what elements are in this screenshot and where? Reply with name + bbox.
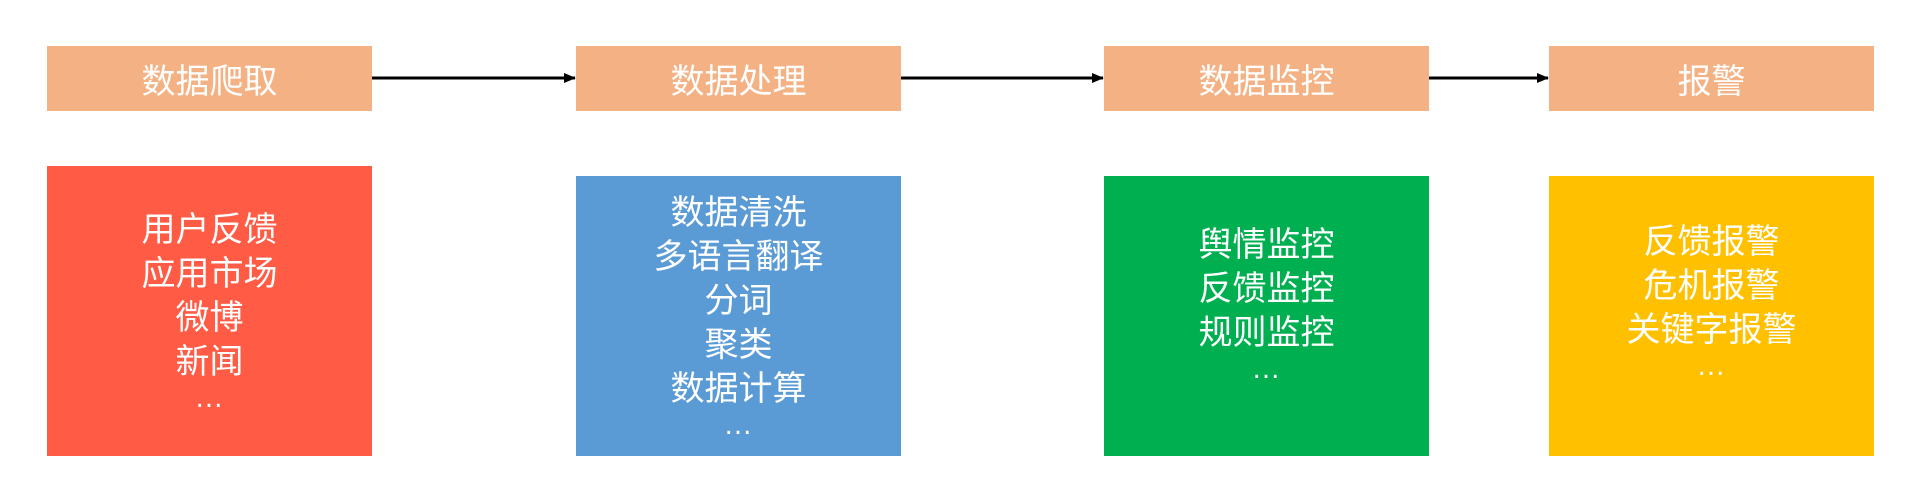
- list-item: 用户反馈: [141, 210, 278, 250]
- list-item: 分词: [704, 281, 773, 321]
- list-item: 多语言翻译: [653, 237, 824, 277]
- more-ellipsis: ...: [1252, 355, 1281, 385]
- list-item: 规则监控: [1198, 313, 1335, 353]
- stage-header-process: 数据处理: [576, 46, 901, 111]
- list-item: 舆情监控: [1198, 225, 1335, 265]
- stage-header-alert: 报警: [1549, 46, 1874, 111]
- stage-box-monitor: 舆情监控 反馈监控 规则监控 ...: [1104, 176, 1429, 456]
- stage-title: 数据监控: [1198, 62, 1335, 102]
- more-ellipsis: ...: [195, 384, 224, 414]
- stage-title: 数据处理: [670, 62, 807, 102]
- list-item: 聚类: [704, 325, 773, 365]
- stage-header-monitor: 数据监控: [1104, 46, 1429, 111]
- stage-header-crawl: 数据爬取: [47, 46, 372, 111]
- list-item: 反馈报警: [1643, 222, 1780, 262]
- stage-title: 报警: [1677, 62, 1746, 102]
- more-ellipsis: ...: [724, 411, 753, 441]
- list-item: 数据清洗: [670, 193, 807, 233]
- list-item: 新闻: [175, 342, 244, 382]
- stage-box-crawl: 用户反馈 应用市场 微博 新闻 ...: [47, 166, 372, 456]
- more-ellipsis: ...: [1697, 352, 1726, 382]
- list-item: 微博: [175, 298, 244, 338]
- list-item: 数据计算: [670, 369, 807, 409]
- stage-title: 数据爬取: [141, 62, 278, 102]
- list-item: 关键字报警: [1626, 310, 1797, 350]
- list-item: 应用市场: [141, 254, 278, 294]
- stage-box-process: 数据清洗 多语言翻译 分词 聚类 数据计算 ...: [576, 176, 901, 456]
- list-item: 危机报警: [1643, 266, 1780, 306]
- stage-box-alert: 反馈报警 危机报警 关键字报警 ...: [1549, 176, 1874, 456]
- list-item: 反馈监控: [1198, 269, 1335, 309]
